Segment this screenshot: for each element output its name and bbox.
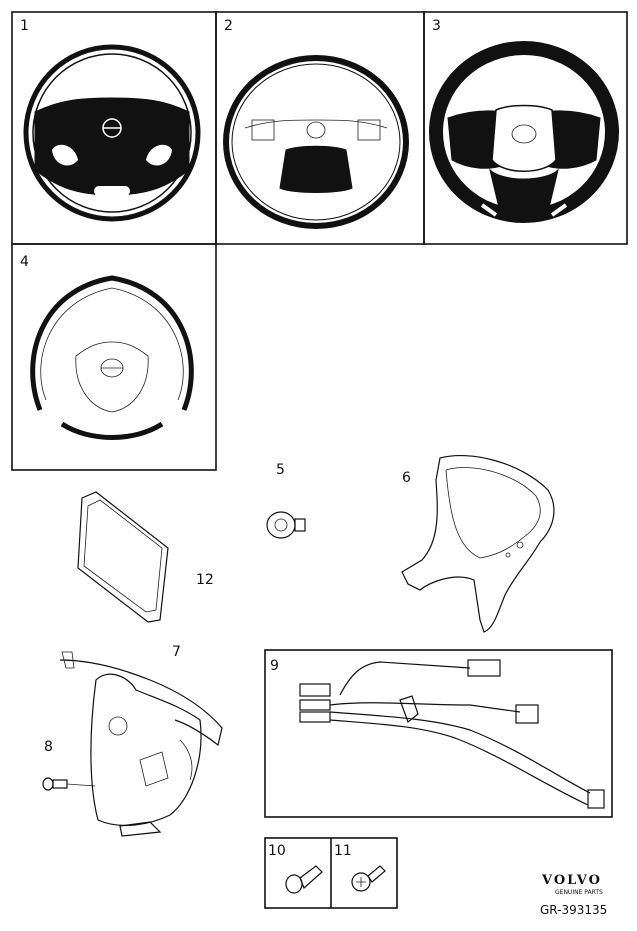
callout-7: 7 bbox=[172, 644, 181, 660]
screw-box-10-11 bbox=[264, 837, 398, 909]
callout-12: 12 bbox=[196, 572, 214, 588]
steering-wheel-3 bbox=[429, 41, 619, 223]
diagram-code: GR-393135 bbox=[540, 903, 607, 917]
bracket-assembly-7 bbox=[59, 651, 223, 837]
trim-frame-6 bbox=[401, 455, 555, 633]
callout-3: 3 bbox=[432, 18, 441, 34]
callout-11: 11 bbox=[334, 843, 352, 859]
brand-tagline: GENUINE PARTS bbox=[555, 889, 603, 896]
callout-6: 6 bbox=[402, 470, 411, 486]
bolt-8 bbox=[42, 777, 96, 791]
steering-wheel-4 bbox=[30, 275, 194, 440]
callout-4: 4 bbox=[20, 254, 29, 270]
brand-logo: VOLVO bbox=[541, 873, 602, 888]
screw-5 bbox=[266, 511, 306, 539]
callout-10: 10 bbox=[268, 843, 286, 859]
callout-8: 8 bbox=[44, 739, 53, 755]
callout-5: 5 bbox=[276, 462, 285, 478]
steering-wheel-2 bbox=[223, 55, 409, 229]
panel-grid bbox=[11, 11, 628, 471]
callout-2: 2 bbox=[224, 18, 233, 34]
steering-wheel-1 bbox=[23, 44, 201, 222]
wiring-harness-9 bbox=[264, 649, 613, 818]
cover-plate-12 bbox=[77, 491, 169, 623]
callout-1: 1 bbox=[20, 18, 29, 34]
callout-9: 9 bbox=[270, 658, 279, 674]
